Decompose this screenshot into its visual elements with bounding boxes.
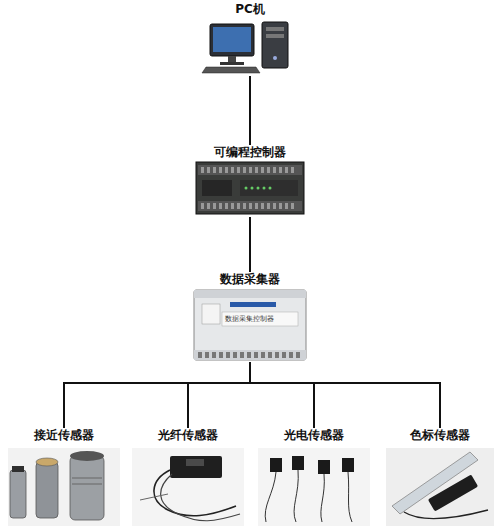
photoelectric-sensor-picture <box>258 448 370 526</box>
connector-line <box>249 76 251 145</box>
device-node: 光纤传感器 <box>130 428 246 526</box>
plc-picture <box>196 162 304 214</box>
device-label: 可编程控制器 <box>180 145 320 160</box>
device-label: 色标传感器 <box>384 428 496 443</box>
device-label: 光纤传感器 <box>130 428 246 443</box>
device-node: 接近传感器 <box>6 428 122 526</box>
data-collector-picture <box>194 290 306 360</box>
connector-line <box>249 217 251 272</box>
connector-line <box>188 362 250 428</box>
connector-line <box>250 362 314 428</box>
device-panel-text: 数据采集控制器 <box>225 315 274 324</box>
device-node: 光电传感器 <box>256 428 372 526</box>
device-node: PC机 <box>196 2 304 76</box>
proximity-sensor-picture <box>8 448 120 526</box>
fiber-sensor-picture <box>132 448 244 526</box>
device-label: PC机 <box>196 2 304 17</box>
pc-picture <box>202 22 288 73</box>
device-label: 接近传感器 <box>6 428 122 443</box>
device-label: 数据采集器 <box>186 272 314 287</box>
device-node: 色标传感器 <box>384 428 496 526</box>
connector-line <box>250 362 440 428</box>
device-node: 可编程控制器 <box>180 145 320 217</box>
color-mark-sensor-picture <box>386 448 494 526</box>
device-label: 光电传感器 <box>256 428 372 443</box>
connector-line <box>64 362 250 428</box>
